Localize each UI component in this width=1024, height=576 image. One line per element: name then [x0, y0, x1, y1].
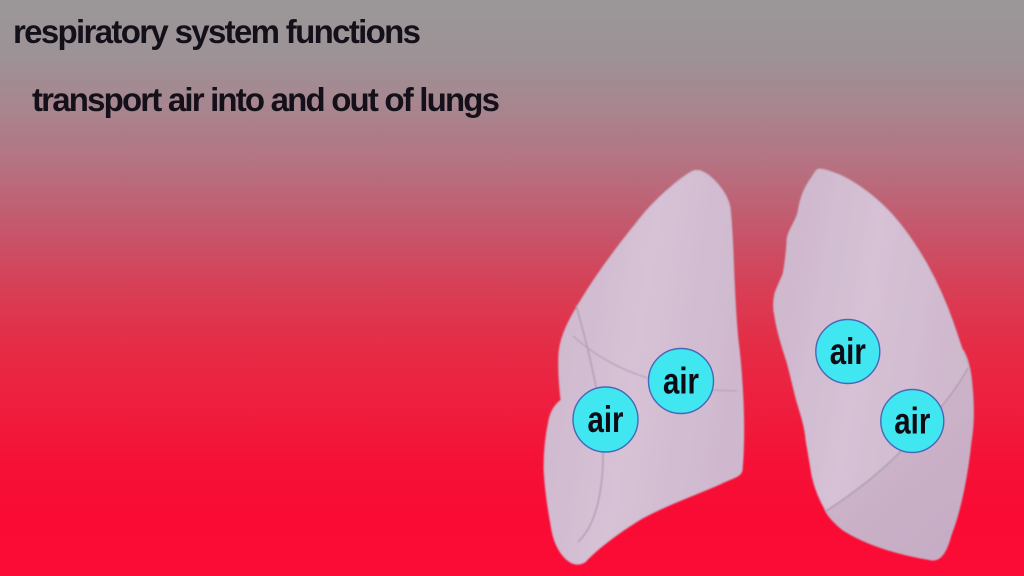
svg-text:respiratory system functions: respiratory system functions [13, 13, 421, 50]
svg-text:air: air [663, 361, 699, 402]
svg-text:air: air [894, 401, 930, 442]
svg-text:transport air into and out of: transport air into and out of lungs [32, 81, 500, 118]
svg-text:air: air [830, 331, 866, 372]
svg-text:air: air [588, 399, 624, 440]
